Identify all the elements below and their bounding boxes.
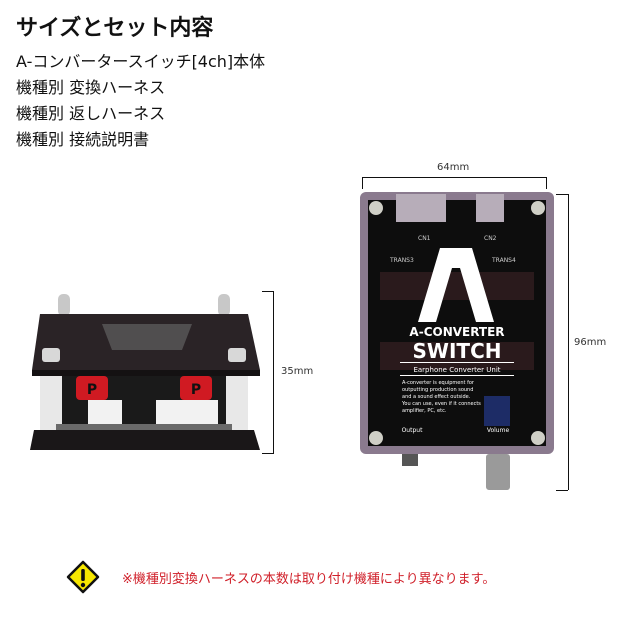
- dimension-tick: [556, 194, 568, 195]
- cn1-label: CN1: [418, 235, 431, 242]
- height-dimension-label: 35mm: [281, 366, 314, 377]
- svg-text:and a sound effect outside.: and a sound effect outside.: [402, 394, 471, 400]
- cn2-label: CN2: [484, 235, 497, 242]
- product-side-view: P P: [22, 288, 260, 456]
- svg-text:P: P: [191, 382, 201, 398]
- dimension-tick: [556, 490, 568, 491]
- volume-label: Volume: [487, 427, 510, 434]
- dimension-tick: [262, 291, 274, 292]
- contents-item: A-コンバータースイッチ[4ch]本体: [16, 52, 266, 71]
- svg-text:A-converter is equipment for: A-converter is equipment for: [402, 380, 475, 386]
- product-top-view: CN1 CN2 TRANS3 TRANS4 A-CONVERTER SWITCH…: [360, 192, 554, 492]
- dimension-line-width: [362, 177, 546, 178]
- svg-text:amplifier, PC, etc.: amplifier, PC, etc.: [402, 408, 447, 414]
- depth-dimension-label: 96mm: [574, 337, 607, 348]
- svg-text:P: P: [87, 382, 97, 398]
- subtitle: Earphone Converter Unit: [413, 366, 500, 374]
- trans3-label: TRANS3: [389, 257, 414, 264]
- contents-item: 機種別 返しハーネス: [16, 104, 166, 123]
- output-label: Output: [402, 427, 423, 434]
- contents-item: 機種別 変換ハーネス: [16, 78, 166, 97]
- logo-line2: SWITCH: [413, 339, 502, 363]
- dimension-line-height: [273, 291, 274, 454]
- dimension-tick: [546, 177, 547, 189]
- dimension-tick: [362, 177, 363, 189]
- logo-line1: A-CONVERTER: [409, 325, 504, 339]
- svg-text:outputting production sound: outputting production sound: [402, 387, 473, 393]
- width-dimension-label: 64mm: [437, 162, 470, 173]
- warning-icon: [66, 560, 100, 594]
- dimension-tick: [262, 453, 274, 454]
- trans4-label: TRANS4: [491, 257, 516, 264]
- contents-item: 機種別 接続説明書: [16, 130, 150, 149]
- notice: ※機種別変換ハーネスの本数は取り付け機種により異なります。: [66, 560, 495, 594]
- notice-text: ※機種別変換ハーネスの本数は取り付け機種により異なります。: [122, 571, 496, 587]
- svg-text:You can use, even if it connec: You can use, even if it connects: [401, 401, 481, 407]
- dimension-line-depth: [568, 194, 569, 490]
- page-title: サイズとセット内容: [16, 16, 214, 41]
